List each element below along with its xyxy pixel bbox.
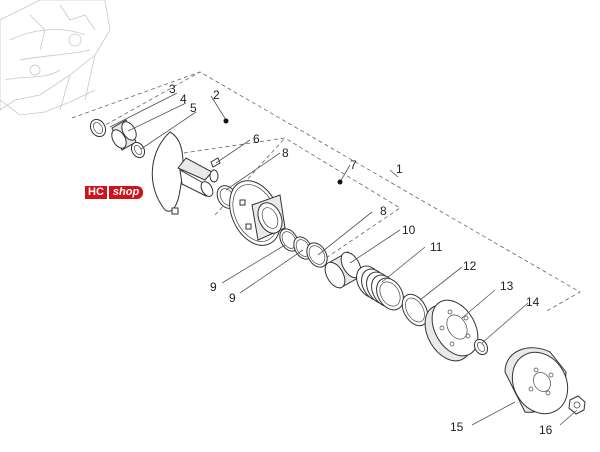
callout-3: 3 <box>169 82 176 96</box>
callout-5: 5 <box>190 101 197 115</box>
part-nut <box>568 395 586 415</box>
part-small-ring <box>473 338 489 356</box>
hc-shop-watermark: HC shop <box>85 186 144 199</box>
leader-lines <box>109 92 578 426</box>
callout-11: 11 <box>430 240 443 254</box>
callout-8-lower: 8 <box>380 204 387 218</box>
callout-14: 14 <box>526 295 540 309</box>
callout-13: 13 <box>500 279 514 293</box>
part-spring <box>356 265 404 311</box>
part-clutch <box>424 299 479 362</box>
part-fixed-pulley <box>151 131 219 215</box>
callout-1: 1 <box>396 162 403 176</box>
callout-7: 7 <box>350 158 357 172</box>
callout-9-b: 9 <box>229 291 236 305</box>
part-collar <box>324 251 362 289</box>
callout-10: 10 <box>402 223 416 237</box>
callout-2: 2 <box>213 88 220 102</box>
callout-6: 6 <box>253 132 260 146</box>
part-o-ring-lower <box>306 242 328 268</box>
callout-15: 15 <box>450 420 464 434</box>
callout-16: 16 <box>539 423 553 437</box>
part-clutch-bell <box>504 347 569 415</box>
part-seal-ring <box>130 141 146 159</box>
assembly-dot-7 <box>337 179 343 185</box>
part-movable-pulley <box>229 180 286 246</box>
callout-9-a: 9 <box>210 280 217 294</box>
watermark-hc: HC <box>85 186 107 199</box>
callout-8-upper: 8 <box>282 146 289 160</box>
engine-case-outline <box>0 0 111 116</box>
part-circlip <box>89 118 107 138</box>
part-spring-cup <box>401 293 429 327</box>
callout-12: 12 <box>463 259 477 273</box>
watermark-shop: shop <box>108 186 144 199</box>
part-pin <box>210 157 221 168</box>
callout-4: 4 <box>180 92 187 106</box>
assembly-dot-2 <box>223 118 229 124</box>
